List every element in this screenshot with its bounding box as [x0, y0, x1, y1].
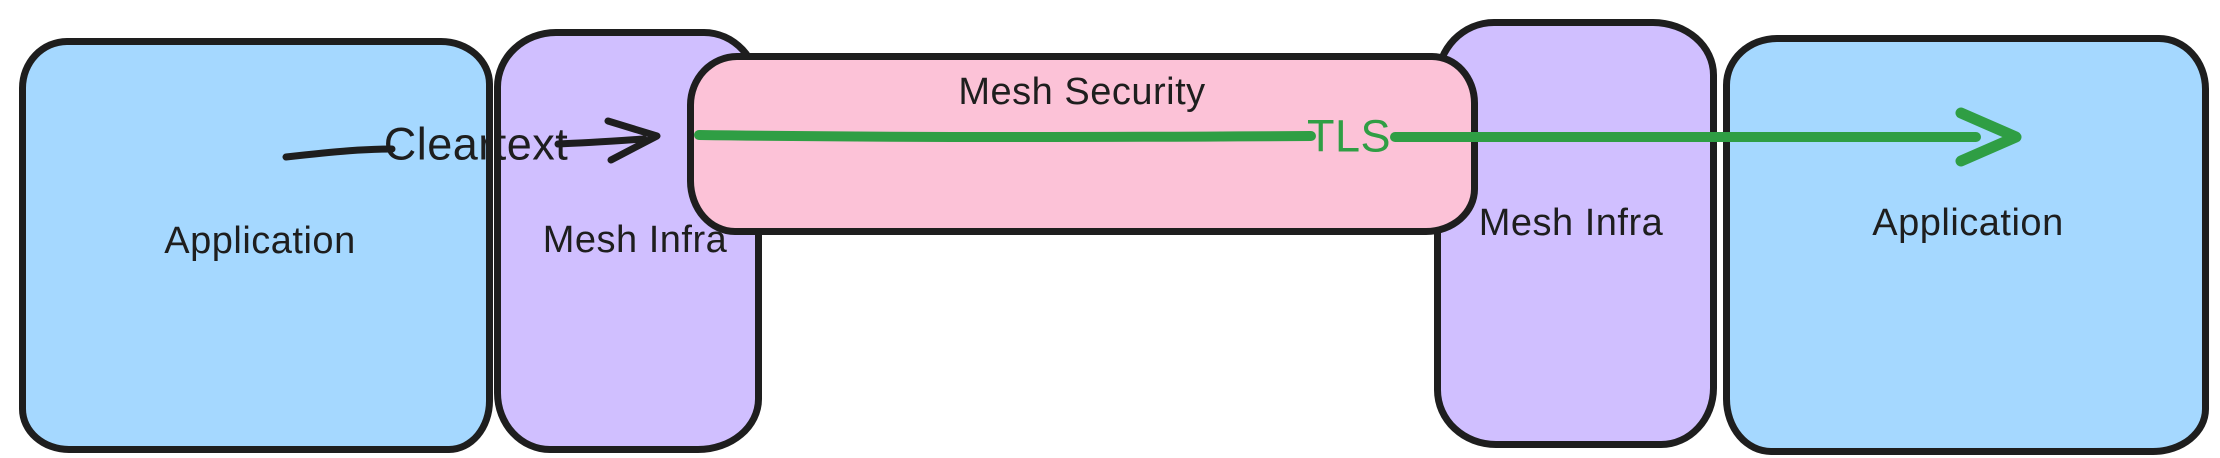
mesh-infra-right-box [1434, 19, 1717, 448]
cleartext-arrow-label: Cleartext [383, 118, 569, 170]
mesh-security-box [687, 53, 1478, 235]
tls-arrow-label: TLS [1306, 110, 1392, 162]
application-right-label: Application [1872, 202, 2064, 244]
application-left-label: Application [164, 220, 356, 262]
mesh-security-label: Mesh Security [958, 71, 1206, 113]
application-right-box [1723, 35, 2209, 455]
mesh-infra-left-label: Mesh Infra [542, 219, 728, 261]
mesh-infra-right-label: Mesh Infra [1478, 202, 1664, 244]
application-left-box [19, 38, 493, 453]
